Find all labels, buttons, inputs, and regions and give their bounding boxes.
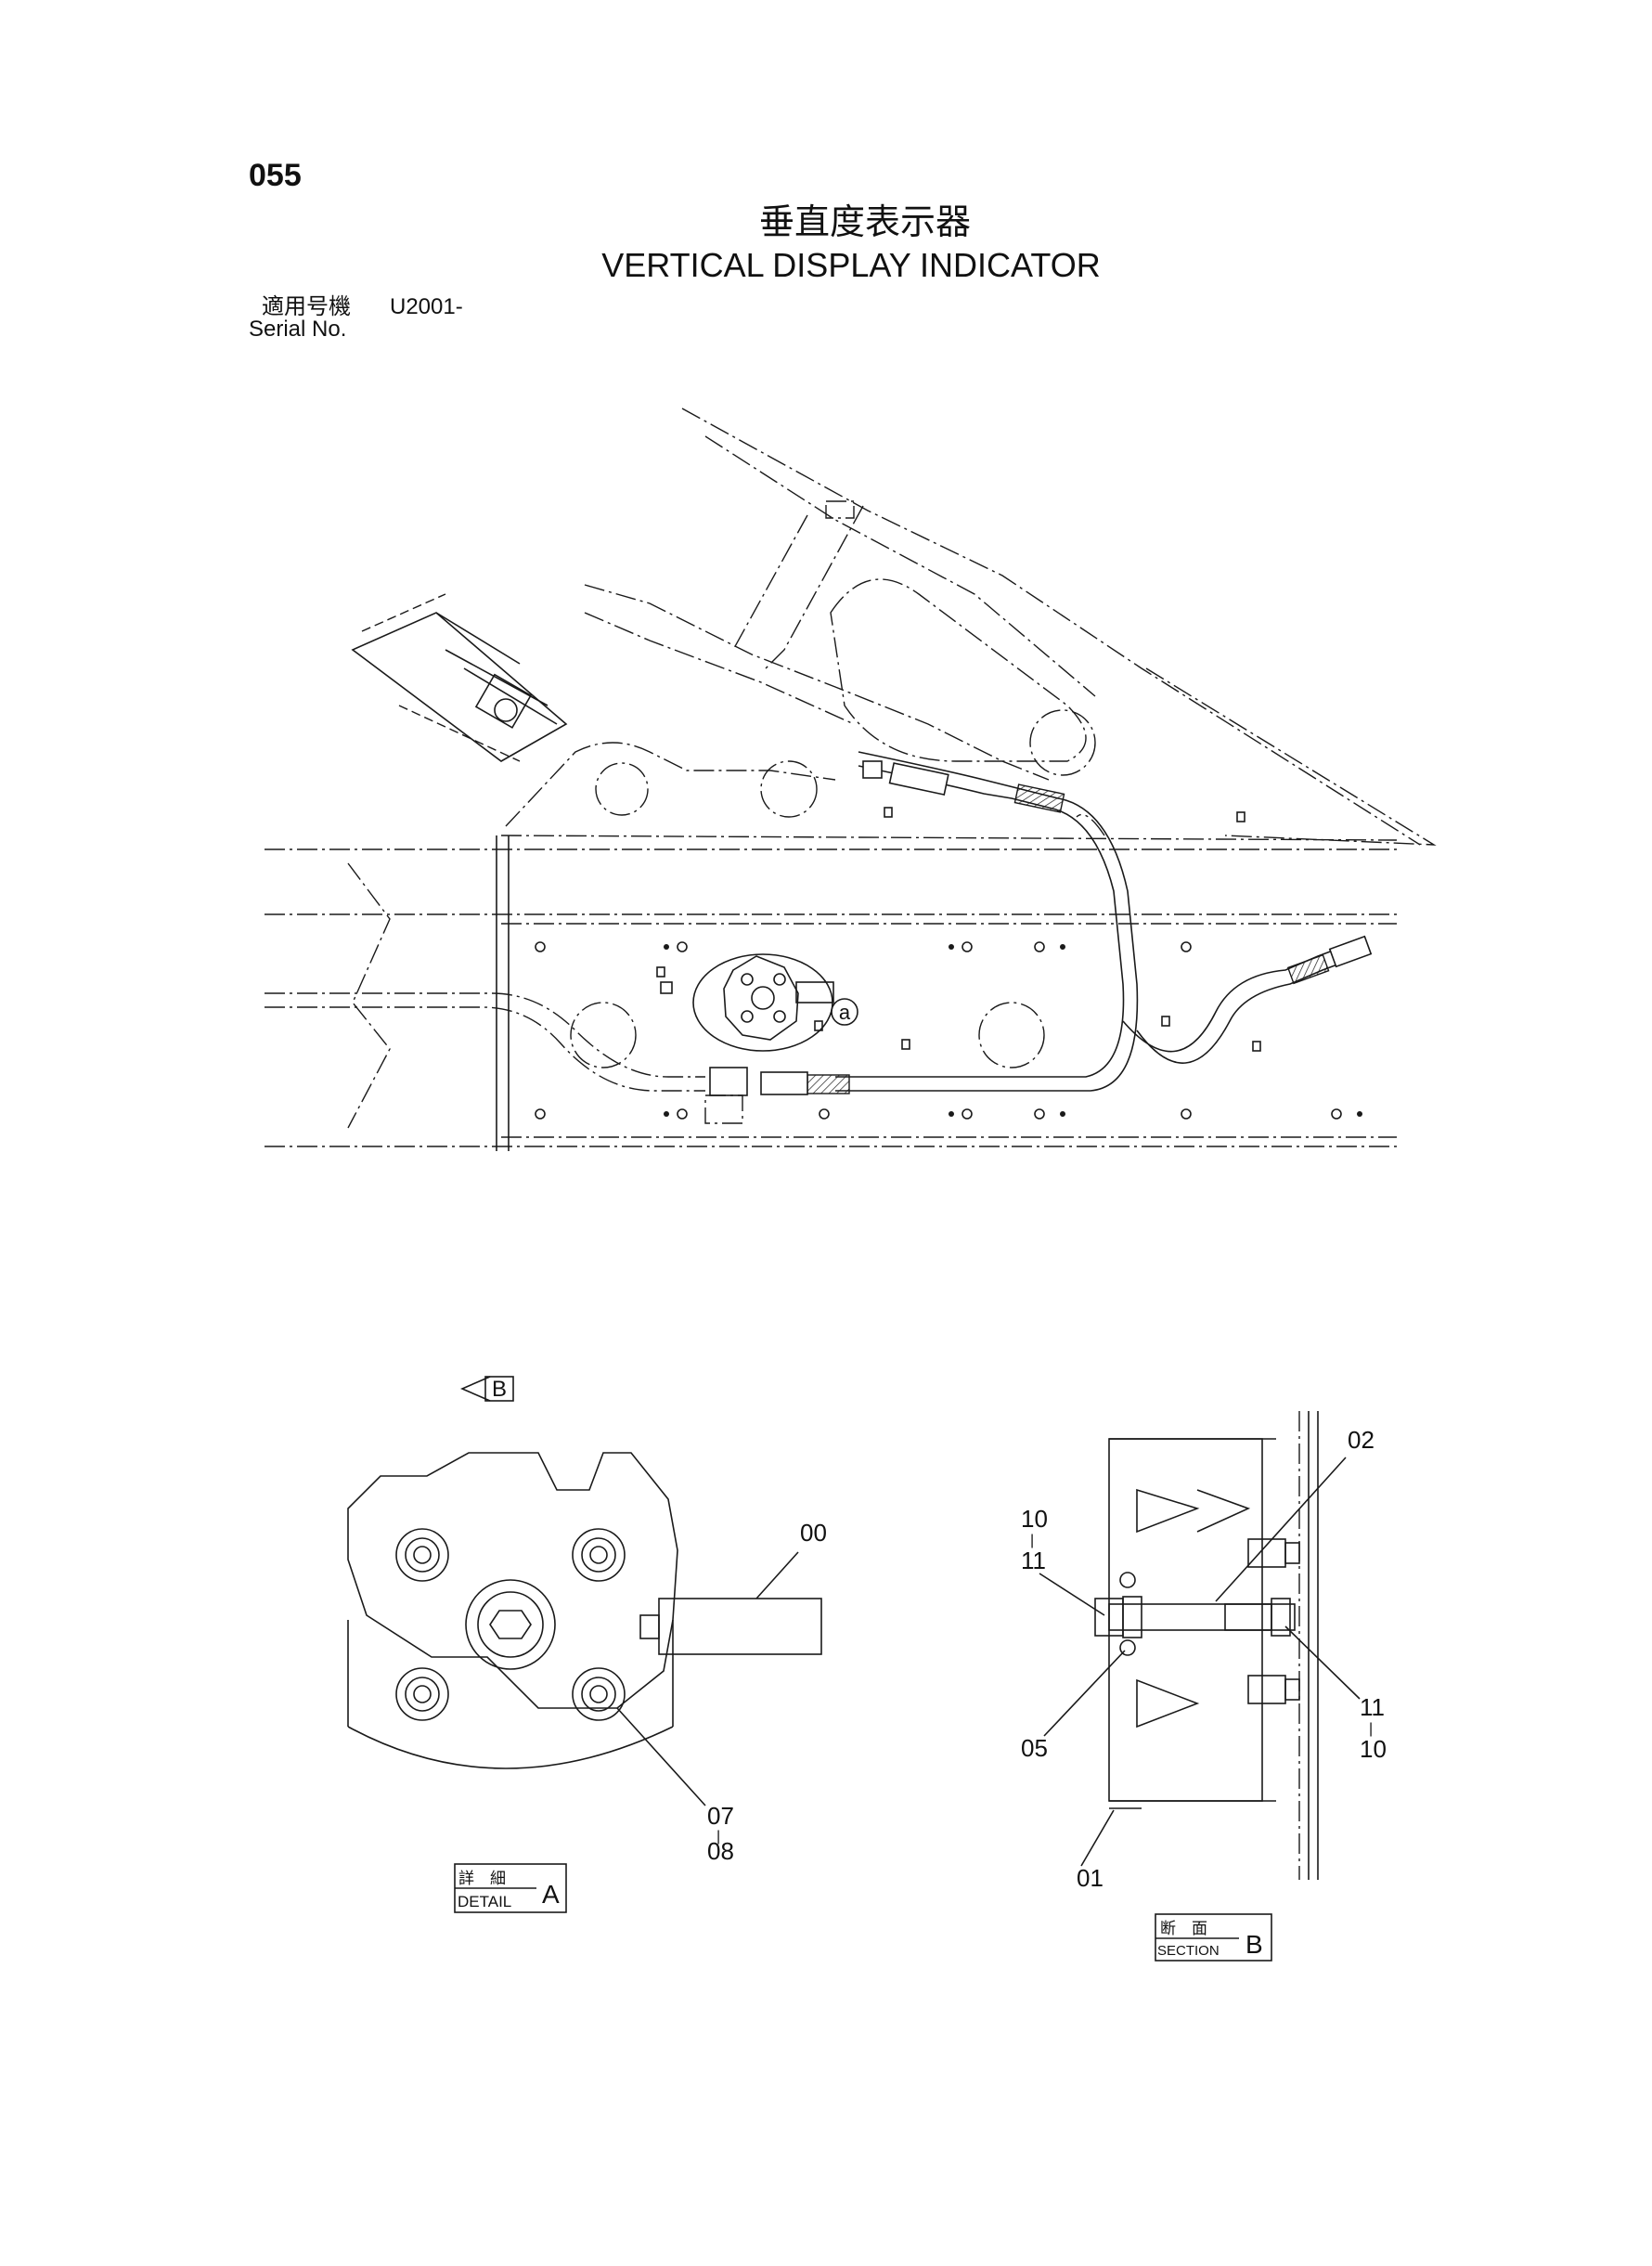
title-japanese: 垂直度表示器	[759, 203, 971, 242]
section-b-view: 02 10 | 11 11 | 10 05 01 断 面 SECTION B	[1021, 1411, 1387, 1962]
section-b-structure	[1094, 1411, 1319, 1880]
detail-label-english: DETAIL	[458, 1893, 511, 1910]
serial-label-japanese: 適用号機	[262, 294, 351, 319]
main-assembly-view: a	[265, 408, 1437, 1151]
section-label-letter: B	[1245, 1930, 1263, 1959]
header: 055 垂直度表示器 VERTICAL DISPLAY INDICATOR 適用…	[249, 158, 1101, 342]
hose-line	[704, 751, 1373, 1124]
callout-08: 08	[707, 1837, 734, 1865]
vertical-indicator-assembly: a	[692, 953, 858, 1052]
upper-arm-outline	[584, 408, 1437, 846]
callout-bottom-separator: |	[1369, 1721, 1373, 1737]
callout-00: 00	[800, 1519, 827, 1547]
page-number: 055	[249, 158, 302, 193]
title-english: VERTICAL DISPLAY INDICATOR	[601, 246, 1101, 284]
callout-10-bottom: 10	[1360, 1735, 1387, 1763]
main-beam	[265, 813, 1398, 1151]
hydraulic-cylinder	[351, 593, 568, 762]
section-label-japanese: 断 面	[1160, 1920, 1207, 1937]
section-b-label: 断 面 SECTION B	[1155, 1913, 1272, 1962]
callout-07-08-separator: |	[716, 1829, 720, 1845]
beam-bolts	[535, 807, 1362, 1120]
detail-label-japanese: 詳 細	[458, 1870, 506, 1887]
section-label-english: SECTION	[1157, 1943, 1220, 1959]
callout-01: 01	[1077, 1864, 1103, 1892]
detail-label-letter: A	[542, 1880, 560, 1909]
detail-a-callouts: 00 07 | 08	[616, 1519, 827, 1865]
detail-a-view: B 00 07 | 08 詳 細 DETAIL	[347, 1376, 827, 1913]
callout-07: 07	[707, 1802, 734, 1830]
serial-label-english: Serial No.	[249, 317, 346, 342]
callout-top-separator: |	[1030, 1533, 1034, 1548]
bracket-boss	[505, 742, 836, 827]
detail-a-label: 詳 細 DETAIL A	[454, 1863, 567, 1913]
indicator-body	[347, 1452, 822, 1769]
callout-10-top: 10	[1021, 1505, 1048, 1533]
callout-11-top: 11	[1021, 1547, 1046, 1574]
callout-05: 05	[1021, 1734, 1048, 1762]
detail-a-marker: a	[839, 1001, 851, 1024]
section-b-callouts: 02 10 | 11 11 | 10 05 01	[1021, 1426, 1387, 1892]
view-arrow-b: B	[459, 1376, 514, 1402]
serial-value: U2001-	[390, 294, 463, 319]
callout-11-bottom: 11	[1360, 1693, 1385, 1721]
callout-02: 02	[1348, 1426, 1375, 1454]
view-arrow-label: B	[492, 1377, 507, 1402]
